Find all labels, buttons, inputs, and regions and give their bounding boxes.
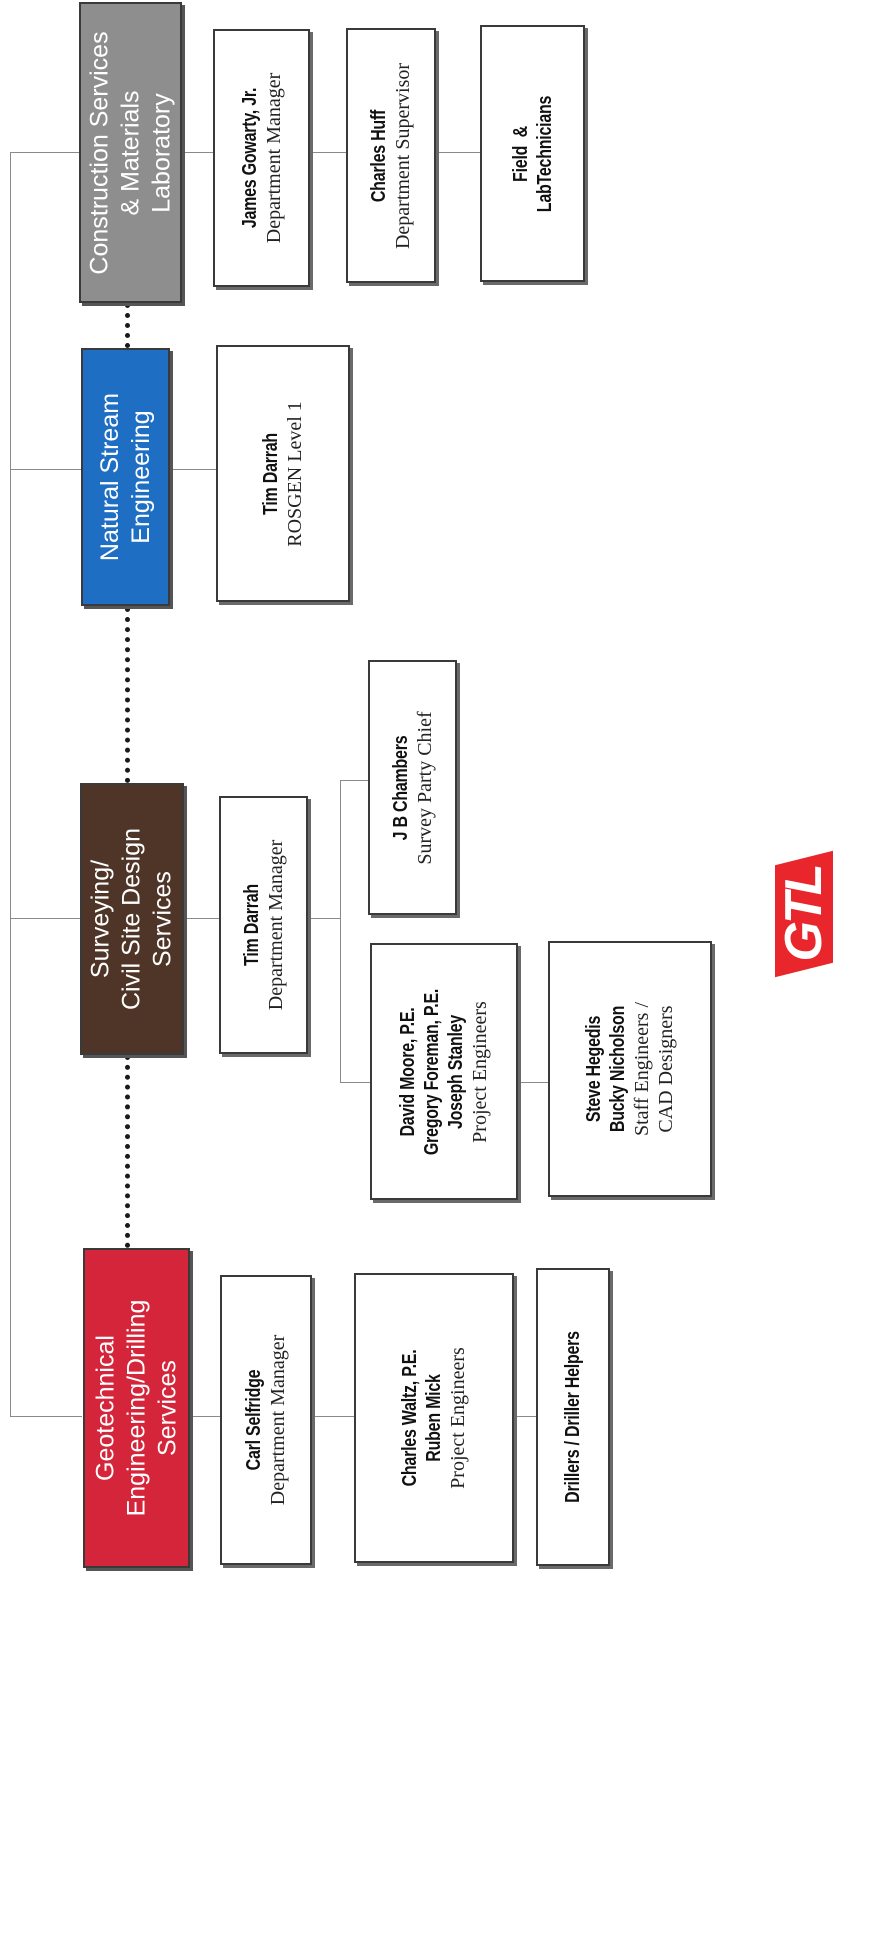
dept-geotechnical-line-1: Geotechnical (91, 1335, 119, 1481)
staff-nicholson-name: Bucky Nicholson (607, 1005, 629, 1133)
dept-surveying-line-1: Surveying/ (86, 859, 115, 979)
staff-darrah-survey-box: Tim Darrah Department Manager (219, 796, 308, 1054)
link-project-staff-eng (518, 1082, 548, 1083)
staff-project-eng-survey-box: David Moore, P.E. Gregory Foreman, P.E. … (370, 943, 518, 1200)
staff-gowarty-label: James Gowarty, Jr. Department Manager (238, 70, 286, 245)
dept-geotechnical-line-3: Services (153, 1360, 181, 1456)
staff-staff-eng-role-2: CAD Designers (655, 1005, 677, 1133)
dept-natural-stream-label: Natural Stream Engineering (95, 393, 157, 561)
staff-foreman-name: Gregory Foreman, P.E. (421, 988, 443, 1155)
dept-construction-line-3: Laboratory (147, 92, 175, 213)
staff-huff-label: Charles Huff Department Supervisor (367, 62, 415, 248)
staff-huff-name: Charles Huff (368, 109, 390, 202)
staff-darrah-survey-label: Tim Darrah Department Manager (240, 840, 288, 1010)
dept-construction-line-2: & Materials (116, 89, 144, 216)
link-darrah-subtree (308, 918, 340, 919)
staff-mick-name: Ruben Mick (423, 1374, 445, 1462)
link-construction-gowarty (182, 152, 214, 153)
dept-surveying-label: Surveying/ Civil Site Design Services (86, 828, 179, 1010)
dept-geotechnical-label: Geotechnical Engineering/Drilling Servic… (90, 1300, 183, 1517)
branch-line-natural-stream (10, 469, 82, 470)
branch-line-surveying (10, 918, 82, 919)
staff-darrah-rosgen-name: Tim Darrah (260, 432, 282, 515)
link-project-eng-drillers (514, 1416, 536, 1417)
staff-gowarty-name: James Gowarty, Jr. (238, 87, 261, 229)
staff-field-box: Field & LabTechnicians (480, 25, 585, 282)
staff-field-label: Field & LabTechnicians (509, 81, 557, 226)
link-subtree-project-eng (340, 1082, 370, 1083)
dept-construction-line-1: Construction Services (85, 30, 113, 275)
dept-surveying-line-3: Services (148, 871, 177, 967)
dotted-separator (125, 1055, 130, 1248)
dept-construction-label: Construction Services & Materials Labora… (84, 31, 177, 274)
staff-chambers-label: J B Chambers Survey Party Chief (389, 711, 437, 864)
dept-construction-box: Construction Services & Materials Labora… (79, 2, 182, 303)
staff-gowarty-box: James Gowarty, Jr. Department Manager (213, 29, 310, 287)
link-huff-field (436, 152, 480, 153)
dept-natural-stream-line-1: Natural Stream (95, 392, 124, 562)
staff-selfridge-role: Department Manager (267, 1334, 289, 1506)
staff-selfridge-box: Carl Selfridge Department Manager (220, 1275, 312, 1565)
staff-darrah-rosgen-label: Tim Darrah ROSGEN Level 1 (259, 401, 307, 547)
link-gowarty-huff (310, 152, 346, 153)
staff-staff-eng-box: Steve Hegedis Bucky Nicholson Staff Engi… (548, 941, 712, 1197)
staff-project-eng-geo-box: Charles Waltz, P.E. Ruben Mick Project E… (354, 1273, 514, 1563)
staff-hegedis-name: Steve Hegedis (583, 1015, 605, 1123)
staff-huff-box: Charles Huff Department Supervisor (346, 28, 436, 283)
link-subtree-chambers (340, 780, 368, 781)
link-selfridge-project-eng (312, 1416, 354, 1417)
staff-project-eng-geo-role: Project Engineers (447, 1347, 469, 1489)
staff-chambers-name: J B Chambers (389, 735, 412, 840)
staff-chambers-box: J B Chambers Survey Party Chief (368, 660, 457, 915)
dept-natural-stream-line-2: Engineering (126, 410, 155, 544)
dept-surveying-line-2: Civil Site Design (117, 827, 146, 1011)
dept-surveying-box: Surveying/ Civil Site Design Services (80, 783, 184, 1055)
staff-project-eng-survey-label: David Moore, P.E. Gregory Foreman, P.E. … (396, 968, 492, 1176)
staff-staff-eng-role-1: Staff Engineers / (631, 1001, 653, 1137)
dept-geotechnical-box: Geotechnical Engineering/Drilling Servic… (83, 1248, 190, 1568)
staff-field-line-1: Field & (509, 125, 532, 182)
staff-darrah-rosgen-role: ROSGEN Level 1 (284, 400, 306, 547)
staff-waltz-name: Charles Waltz, P.E. (399, 1349, 421, 1487)
dotted-separator (125, 303, 130, 348)
staff-darrah-survey-role: Department Manager (264, 839, 287, 1011)
staff-huff-role: Department Supervisor (392, 62, 414, 249)
staff-darrah-rosgen-box: Tim Darrah ROSGEN Level 1 (216, 345, 350, 602)
dept-geotechnical-line-2: Engineering/Drilling (122, 1299, 150, 1517)
staff-drillers-name: Drillers / Driller Helpers (562, 1331, 584, 1503)
link-surveying-darrah (184, 918, 219, 919)
staff-staff-eng-label: Steve Hegedis Bucky Nicholson Staff Engi… (582, 990, 678, 1148)
staff-project-eng-geo-label: Charles Waltz, P.E. Ruben Mick Project E… (398, 1332, 470, 1503)
staff-chambers-role: Survey Party Chief (413, 710, 436, 865)
staff-selfridge-label: Carl Selfridge Department Manager (242, 1335, 290, 1505)
branch-line-construction (10, 152, 82, 153)
staff-drillers-box: Drillers / Driller Helpers (536, 1268, 610, 1566)
dept-natural-stream-box: Natural Stream Engineering (81, 348, 170, 606)
staff-selfridge-name: Carl Selfridge (243, 1369, 265, 1471)
staff-moore-name: David Moore, P.E. (397, 1007, 419, 1137)
link-geo-selfridge (190, 1416, 220, 1417)
staff-drillers-label: Drillers / Driller Helpers (561, 1310, 585, 1525)
gtl-logo: GTL (775, 866, 833, 962)
survey-subtree-vertical (340, 780, 341, 1082)
staff-stanley-name: Joseph Stanley (445, 1014, 467, 1129)
staff-darrah-survey-name: Tim Darrah (240, 884, 263, 966)
trunk-line (10, 152, 11, 1416)
staff-field-line-2: LabTechnicians (533, 95, 556, 212)
staff-project-eng-survey-role: Project Engineers (469, 1000, 491, 1143)
staff-gowarty-role: Department Manager (262, 72, 285, 244)
branch-line-geotechnical (10, 1416, 82, 1417)
dotted-separator (125, 607, 130, 783)
link-stream-darrah (170, 469, 216, 470)
